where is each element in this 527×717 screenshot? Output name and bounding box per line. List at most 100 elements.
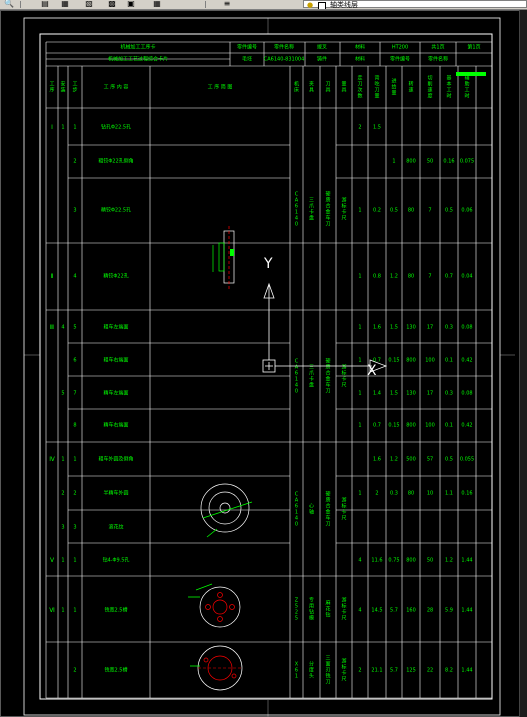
part-code-label-2: 零件编号 bbox=[390, 56, 410, 63]
row-passes: 1 bbox=[358, 208, 361, 214]
sketch-ring-part bbox=[200, 483, 253, 538]
row-basic-time: 8.2 bbox=[445, 668, 453, 674]
row-cut-speed: 100 bbox=[425, 423, 435, 429]
sheet-label: 共1页 bbox=[431, 44, 444, 51]
row-feed: 1.2 bbox=[390, 274, 398, 280]
group-fixture: 心轴 bbox=[309, 503, 314, 516]
row-step: 3 bbox=[73, 525, 76, 531]
row-depth: 14.5 bbox=[371, 608, 382, 614]
row-aux-time: 1.44 bbox=[461, 558, 472, 564]
row-step: 2 bbox=[73, 491, 76, 497]
layer-manager-icon[interactable]: ≡ bbox=[223, 0, 231, 8]
group-fixture: 分度头 bbox=[309, 661, 314, 680]
col-stage: 工序 bbox=[49, 82, 54, 94]
col-cut-speed: 切削速度 bbox=[427, 75, 432, 100]
row-setup: 1 bbox=[61, 457, 64, 463]
group-fixture: 三爪卡盘 bbox=[309, 365, 314, 389]
group-gauge: 游标卡尺 bbox=[341, 197, 346, 222]
header-deco-bar bbox=[456, 72, 486, 76]
row-content: 粗车右端面 bbox=[103, 357, 128, 364]
row-cut-speed: 22 bbox=[427, 668, 433, 674]
part-code: CA6140-831004 bbox=[264, 57, 305, 63]
col-fixture: 夹具 bbox=[309, 81, 314, 94]
row-passes: 1 bbox=[358, 274, 361, 280]
group-gauge: 游标卡尺 bbox=[341, 597, 346, 622]
ucs-icon bbox=[262, 282, 388, 373]
row-depth: 1.5 bbox=[373, 125, 381, 131]
group-tool: 硬质合金车刀 bbox=[325, 492, 330, 528]
row-feed: 1.2 bbox=[390, 457, 398, 463]
row-depth: 21.1 bbox=[371, 668, 382, 674]
row-basic-time: 5.9 bbox=[445, 608, 453, 614]
row-depth: 1.6 bbox=[373, 325, 381, 331]
row-basic-time: 0.5 bbox=[445, 457, 453, 463]
row-aux-time: 0.16 bbox=[461, 491, 472, 497]
blank: 铸件 bbox=[317, 56, 327, 63]
row-aux-time: 0.055 bbox=[460, 457, 474, 463]
row-step: 3 bbox=[73, 208, 76, 214]
row-passes: 1 bbox=[358, 391, 361, 397]
sketch-flange-drill bbox=[188, 583, 241, 628]
row-step: 5 bbox=[73, 325, 76, 331]
toolbar-separator bbox=[205, 1, 206, 8]
row-step: 2 bbox=[73, 159, 76, 165]
col-machine: 机床 bbox=[294, 81, 299, 94]
row-setup: 3 bbox=[61, 525, 64, 531]
row-step: 1 bbox=[73, 125, 76, 131]
row-content: 钻4-Φ9.5孔 bbox=[103, 557, 130, 564]
row-aux-time: 1.44 bbox=[461, 668, 472, 674]
row-setup: 4 bbox=[61, 325, 64, 331]
row-feed: 5.7 bbox=[390, 668, 398, 674]
row-depth: 0.7 bbox=[373, 423, 381, 429]
bulb-icon[interactable]: ● bbox=[307, 1, 314, 9]
row-feed: 1.5 bbox=[390, 325, 398, 331]
block-icon[interactable]: ▩ bbox=[108, 0, 116, 8]
matchprop-icon[interactable]: ▧ bbox=[85, 0, 93, 8]
row-cut-speed: 50 bbox=[427, 159, 433, 165]
magnify-icon[interactable]: 🔍 bbox=[4, 0, 14, 8]
group-tool: 硬质合金车刀 bbox=[325, 192, 330, 228]
row-basic-time: 0.3 bbox=[445, 325, 453, 331]
layer-tool-icon[interactable]: ▤ bbox=[41, 0, 49, 8]
col-content: 工 序 内 容 bbox=[104, 84, 129, 91]
row-stage: Ⅱ bbox=[51, 273, 54, 280]
sketch-flange-slot bbox=[190, 645, 243, 691]
table-icon[interactable]: ▦ bbox=[153, 0, 161, 8]
row-depth: 1.6 bbox=[373, 457, 381, 463]
row-passes: 2 bbox=[358, 125, 361, 131]
row-aux-time: 0.06 bbox=[461, 208, 472, 214]
ucs-x-label: X bbox=[367, 363, 377, 379]
row-content: 铣宽2.5槽 bbox=[105, 607, 128, 614]
row-stage: Ⅴ bbox=[50, 557, 55, 564]
row-speed: 160 bbox=[406, 608, 416, 614]
row-speed: 800 bbox=[406, 358, 416, 364]
row-content: 精车左端面 bbox=[103, 390, 128, 397]
row-content: 粗车左端面 bbox=[103, 324, 128, 331]
row-depth: 0.2 bbox=[373, 208, 381, 214]
row-cut-speed: 17 bbox=[427, 391, 433, 397]
row-depth: 0.8 bbox=[373, 274, 381, 280]
vertical-scrollbar[interactable] bbox=[519, 10, 527, 717]
row-passes: 4 bbox=[358, 558, 361, 564]
row-setup: 1 bbox=[61, 125, 64, 131]
material-label-2: 材料 bbox=[355, 56, 365, 63]
row-feed: 0.15 bbox=[388, 423, 399, 429]
properties-icon[interactable]: ▦ bbox=[61, 0, 69, 8]
row-stage: Ⅲ bbox=[50, 324, 54, 331]
group-gauge: 游标卡尺 bbox=[341, 497, 346, 522]
group-gauge: 游标卡尺 bbox=[341, 658, 346, 683]
row-feed: 0.3 bbox=[390, 491, 398, 497]
block-edit-icon[interactable]: ▣ bbox=[127, 0, 135, 8]
part-name-label-2: 零件名称 bbox=[428, 56, 448, 63]
row-passes: 1 bbox=[358, 491, 361, 497]
row-feed: 5.7 bbox=[390, 608, 398, 614]
row-speed: 130 bbox=[406, 391, 416, 397]
swatch-icon bbox=[318, 2, 326, 9]
row-step: 1 bbox=[73, 558, 76, 564]
row-content: 精铰Φ22孔 bbox=[103, 273, 128, 280]
